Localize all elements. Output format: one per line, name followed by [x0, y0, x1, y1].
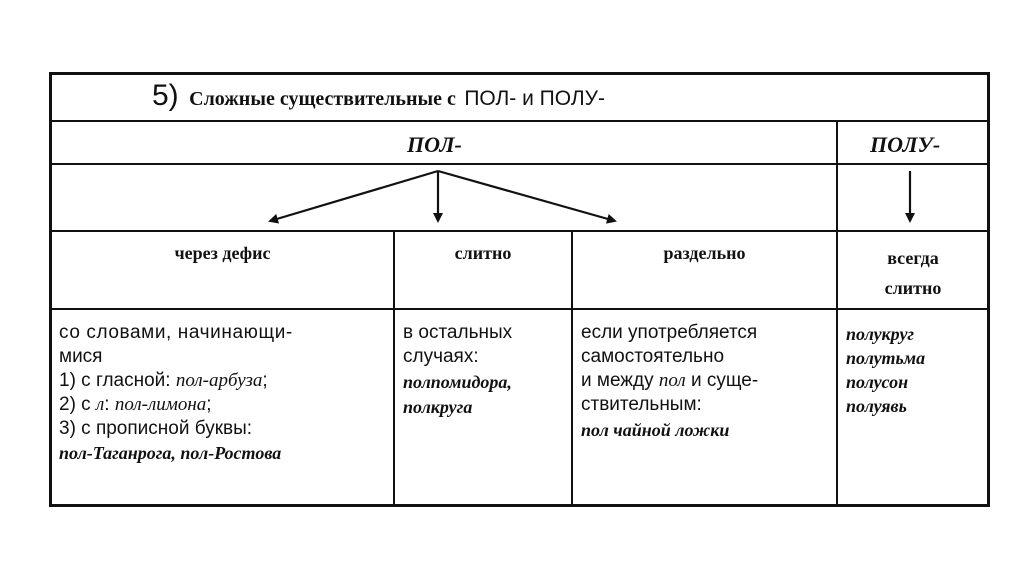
- cell-hyphen: со словами, начинающи- мися 1) с гласной…: [59, 321, 391, 465]
- column-header-together: слитно: [395, 243, 571, 264]
- divider-title: [52, 120, 987, 122]
- page-title: 5) Сложные существительные с ПОЛ- и ПОЛУ…: [152, 79, 605, 113]
- cell-separate: если употребляется самостоятельно и межд…: [581, 321, 833, 443]
- always-example-2: полутьма: [846, 348, 926, 368]
- hyphen-rule-2-example: пол-лимона: [114, 394, 207, 415]
- hyphen-rule-2: 2) с л: пол-лимона;: [59, 393, 391, 417]
- hyphen-rule-1-end: ;: [262, 370, 268, 391]
- column-header-hyphen-label: через дефис: [174, 243, 271, 263]
- rules-table: 5) Сложные существительные с ПОЛ- и ПОЛУ…: [49, 72, 990, 507]
- column-header-always-line1: всегда: [887, 248, 939, 268]
- separate-line-4: ствительным:: [581, 394, 702, 415]
- separate-line-3-pol: пол: [658, 370, 686, 391]
- column-header-always: всегда слитно: [838, 243, 988, 303]
- cell-together: в остальных случаях: полпомидора, полкру…: [403, 321, 569, 419]
- arrow-hyphen: [268, 169, 439, 224]
- hyphen-rule-2-letter: л: [95, 394, 105, 415]
- arrow-separate: [437, 169, 617, 224]
- together-example-2: полкруга: [403, 397, 473, 417]
- title-number: 5): [152, 79, 179, 112]
- cell-always: полукруг полутьма полусон полуявь: [846, 322, 986, 418]
- hyphen-rule-2-text: 2) с: [59, 394, 96, 415]
- separate-line-3-b: и суще-: [685, 370, 759, 391]
- hyphen-intro-1: со словами, начинающи-: [59, 322, 293, 343]
- divider-col-1: [393, 230, 395, 504]
- separate-line-3: и между пол и суще-: [581, 369, 833, 393]
- hyphen-rule-3-example: пол-Таганрога, пол-Ростова: [59, 443, 282, 463]
- always-example-1: полукруг: [846, 324, 915, 344]
- header-polu: ПОЛУ-: [870, 132, 941, 157]
- together-line-1: в остальных: [403, 322, 513, 343]
- column-header-hyphen: через дефис: [52, 243, 393, 264]
- divider-prefix-header: [52, 163, 987, 165]
- hyphen-rule-2-colon: :: [104, 394, 115, 415]
- divider-arrows: [52, 230, 987, 232]
- always-example-4: полуявь: [846, 396, 907, 416]
- divider-col-2: [571, 230, 573, 504]
- title-main: Сложные существительные с: [189, 88, 456, 110]
- hyphen-rule-1: 1) с гласной: пол-арбуза;: [59, 369, 391, 393]
- always-example-3: полусон: [846, 372, 909, 392]
- separate-line-1: если употребляется: [581, 322, 758, 343]
- divider-pol-polu: [836, 120, 838, 504]
- column-header-separate: раздельно: [573, 243, 836, 264]
- column-header-separate-label: раздельно: [663, 243, 746, 263]
- together-example-1: полпомидора,: [403, 372, 512, 392]
- title-prefixes: ПОЛ- и ПОЛУ-: [464, 87, 605, 110]
- hyphen-rule-3: 3) с прописной буквы:: [59, 418, 253, 439]
- separate-line-2: самостоятельно: [581, 346, 725, 367]
- hyphen-rule-1-example: пол-арбуза: [175, 370, 263, 391]
- hyphen-rule-1-text: 1) с гласной:: [59, 370, 176, 391]
- column-header-together-label: слитно: [454, 243, 512, 263]
- hyphen-rule-2-end: ;: [206, 394, 212, 415]
- separate-line-3-a: и между: [581, 370, 659, 391]
- header-pol: ПОЛ-: [407, 132, 462, 157]
- hyphen-intro-2: мися: [59, 346, 103, 367]
- separate-example: пол чайной ложки: [581, 420, 730, 440]
- branch-arrows: [268, 169, 915, 224]
- column-header-always-line2: слитно: [884, 278, 942, 298]
- divider-column-headers: [52, 308, 987, 310]
- together-line-2: случаях:: [403, 346, 479, 367]
